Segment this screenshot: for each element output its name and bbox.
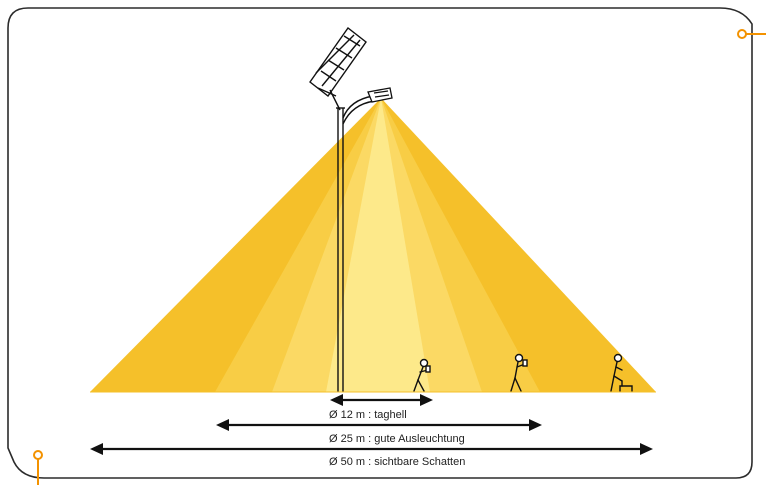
- dimension-arrow-25m: [216, 419, 542, 431]
- pedestrian-reading-icon: [413, 358, 431, 392]
- frame: [7, 7, 753, 479]
- zone-label-50m: Ø 50 m : sichtbare Schatten: [329, 456, 465, 468]
- pedestrian-stairs-icon: [610, 353, 633, 392]
- zone-label-12m: Ø 12 m : taghell: [329, 409, 407, 421]
- lamp-head-icon: [367, 87, 393, 103]
- light-zone-12m: [326, 98, 430, 392]
- pedestrian-walking-icon: [510, 353, 528, 392]
- connector-dot-icon: [33, 450, 43, 485]
- connector-dot-icon: [737, 29, 766, 39]
- dimension-arrow-50m: [90, 443, 653, 455]
- dimension-arrow-12m: [330, 394, 433, 406]
- light-cone: [90, 98, 656, 392]
- solar-panel-icon: [309, 26, 367, 111]
- zone-label-25m: Ø 25 m : gute Ausleuchtung: [329, 433, 465, 445]
